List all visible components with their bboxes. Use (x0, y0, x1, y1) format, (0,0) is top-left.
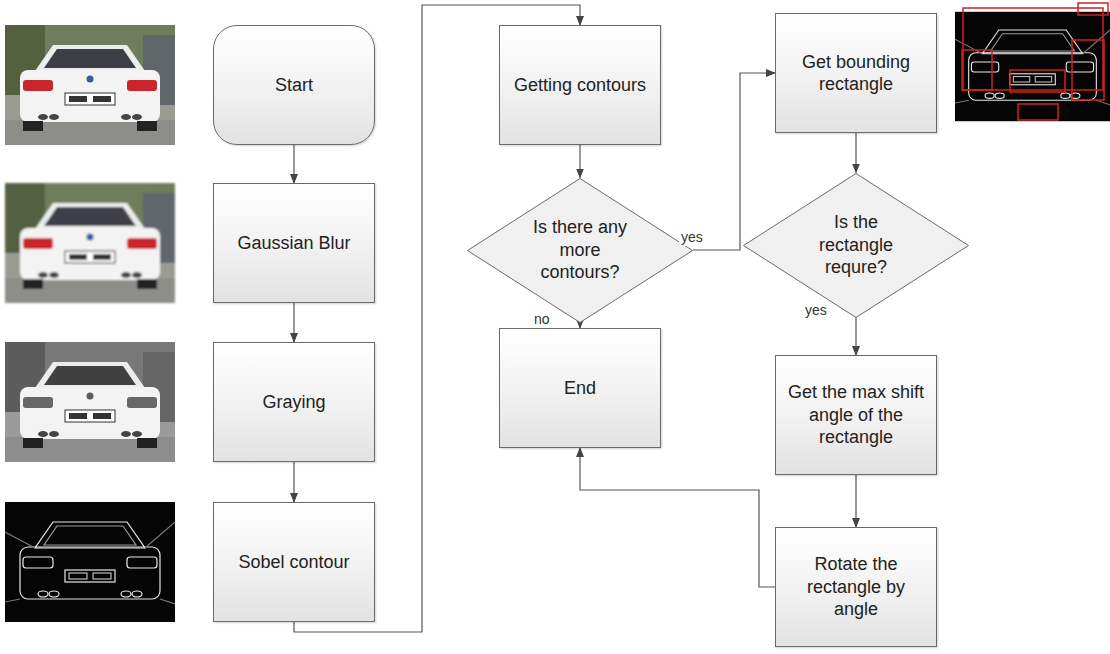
car-photo-blurred (5, 183, 175, 303)
node-label: Gaussian Blur (237, 232, 350, 255)
node-text-group: Get bounding rectangle (783, 51, 929, 96)
car-photo-sobel (5, 502, 175, 622)
node-text-group: End (564, 377, 596, 400)
edge-label: yes (803, 302, 829, 319)
node-text-group: Start (275, 74, 313, 97)
node-label: Get bounding rectangle (783, 51, 929, 96)
node-text-group: Is there any more contours? (526, 216, 634, 284)
edge-label: no (532, 311, 552, 328)
flow-arrow (293, 303, 294, 342)
edge-label: yes (679, 229, 705, 246)
node-label: End (564, 377, 596, 400)
node-label: Start (275, 74, 313, 97)
process-box: Getting contours (499, 25, 661, 145)
process-box: Sobel contour (213, 502, 375, 622)
flow-arrow (693, 73, 775, 250)
start-terminal: Start (213, 25, 375, 145)
process-box: Get the max shift angle of the rectangle (775, 355, 937, 475)
node-label: Is there any more contours? (526, 216, 634, 284)
decision-diamond: Is the rectangle requre? (743, 173, 969, 318)
flow-arrow (855, 318, 856, 356)
node-text-group: Get the max shift angle of the rectangle (783, 381, 929, 449)
flow-arrow (855, 475, 856, 527)
node-text-group: Getting contours (514, 74, 646, 97)
flow-arrow (579, 145, 580, 178)
node-text-group: Graying (262, 391, 325, 414)
node-label: Get the max shift angle of the rectangle (783, 381, 929, 449)
node-text-group: Sobel contour (238, 551, 349, 574)
node-label: Rotate the rectangle by angle (783, 553, 929, 621)
end-box: End (499, 328, 661, 448)
car-photo-rectangles (955, 12, 1110, 121)
car-photo (5, 25, 175, 145)
process-box: Rotate the rectangle by angle (775, 527, 937, 647)
node-text-group: Rotate the rectangle by angle (783, 553, 929, 621)
bounding-rectangles (962, 3, 1108, 120)
node-text-group: Gaussian Blur (237, 232, 350, 255)
flow-arrow (855, 133, 856, 173)
process-box: Get bounding rectangle (775, 13, 937, 133)
node-label: Is the rectangle requre? (802, 211, 910, 279)
flow-arrow (580, 448, 775, 587)
node-label: Sobel contour (238, 551, 349, 574)
flow-arrow (293, 462, 294, 502)
car-photo-gray (5, 342, 175, 462)
node-label: Getting contours (514, 74, 646, 97)
node-label: Graying (262, 391, 325, 414)
process-box: Gaussian Blur (213, 183, 375, 303)
flow-arrow (293, 145, 294, 183)
process-box: Graying (213, 342, 375, 462)
decision-diamond: Is there any more contours? (467, 178, 693, 323)
node-text-group: Is the rectangle requre? (802, 211, 910, 279)
